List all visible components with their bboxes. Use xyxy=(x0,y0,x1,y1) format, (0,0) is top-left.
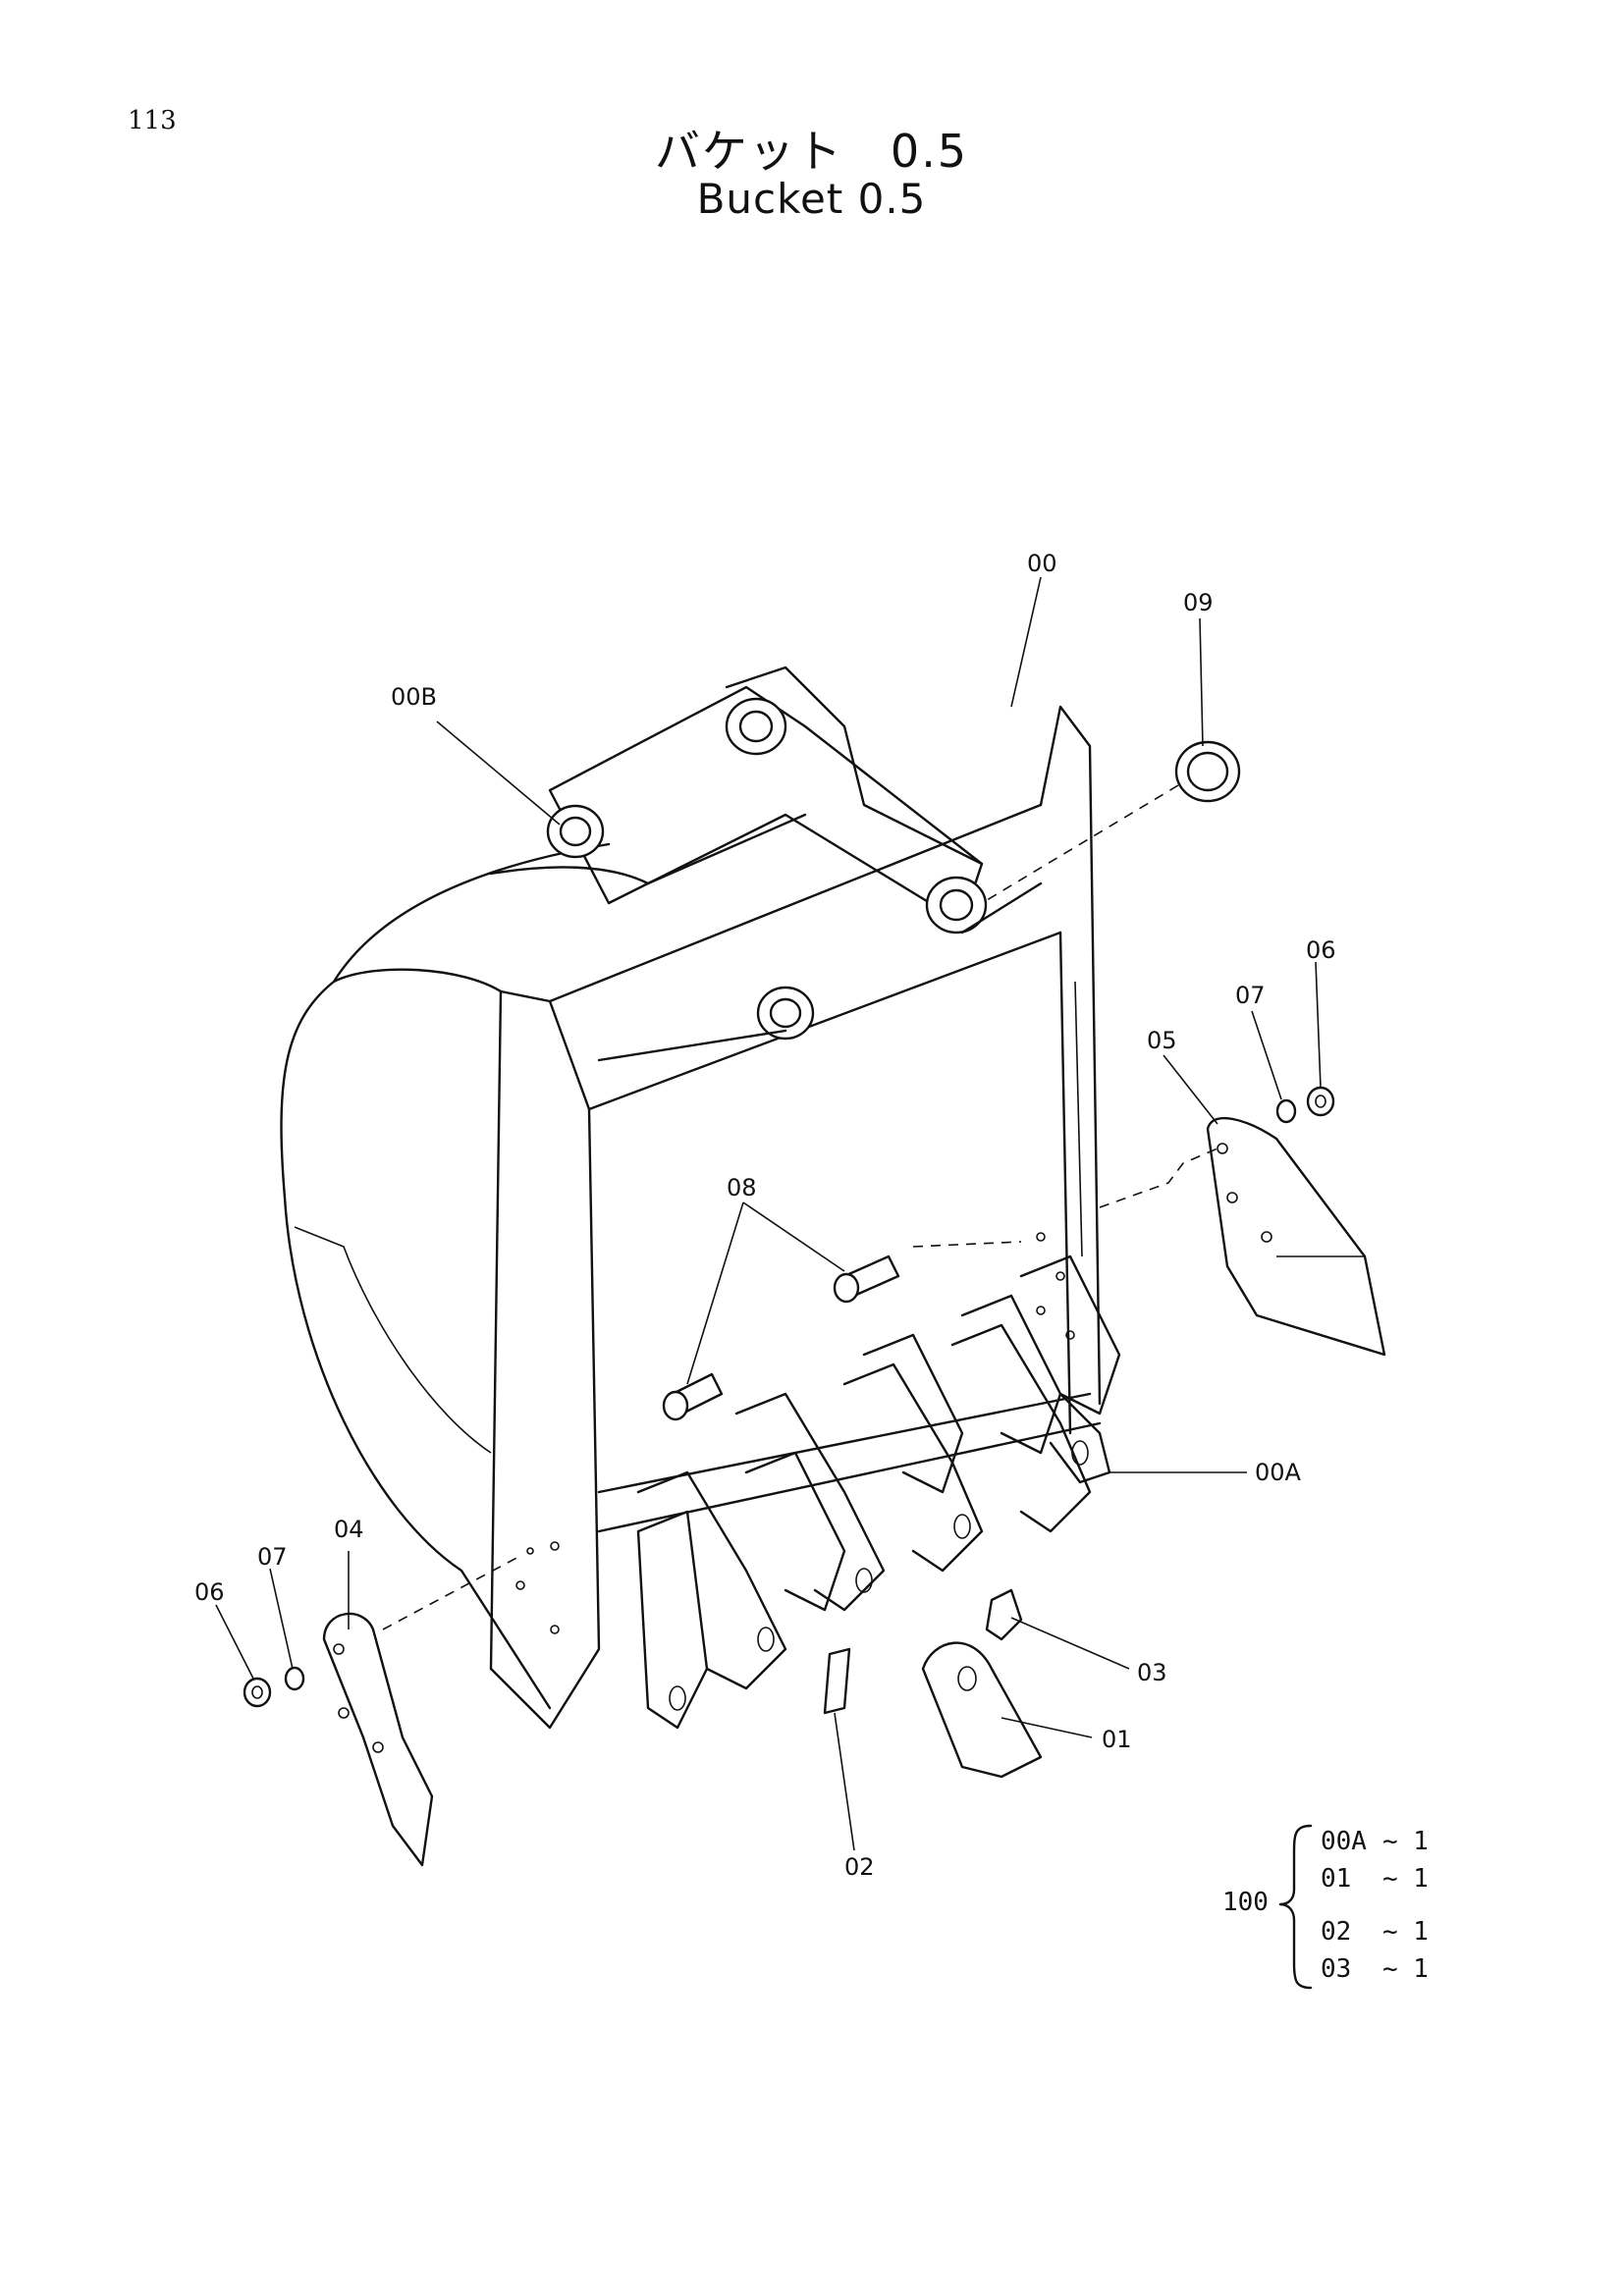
title-english: Bucket 0.5 xyxy=(696,175,927,223)
loose-tooth-parts xyxy=(823,1588,1043,1779)
side-cutter-right xyxy=(1206,1116,1386,1357)
legend-range-3: ~ 1 xyxy=(1382,1917,1429,1947)
callout-00B: 00B xyxy=(391,683,437,711)
callout-00A: 00A xyxy=(1255,1459,1302,1486)
legend-range-2: ~ 1 xyxy=(1382,1864,1429,1894)
callout-02: 02 xyxy=(844,1853,875,1881)
legend-parent: 100 xyxy=(1222,1888,1269,1917)
callout-07-right: 07 xyxy=(1235,982,1266,1009)
legend-range-1: ~ 1 xyxy=(1382,1827,1429,1856)
callout-07-left: 07 xyxy=(257,1543,288,1571)
callout-09: 09 xyxy=(1183,589,1214,616)
page-number: 113 xyxy=(128,106,177,135)
callout-08: 08 xyxy=(727,1174,757,1201)
side-cutter-left xyxy=(322,1612,434,1867)
legend-code-3: 02 xyxy=(1321,1917,1351,1947)
legend-code-4: 03 xyxy=(1321,1954,1351,1984)
callout-01: 01 xyxy=(1102,1726,1132,1753)
callout-03: 03 xyxy=(1137,1659,1167,1686)
callout-labels: 00 09 00B 06 07 05 08 00A 04 07 06 03 01… xyxy=(194,550,1336,1881)
legend-code-1: 00A xyxy=(1321,1827,1367,1856)
legend-brace xyxy=(1278,1824,1313,1990)
callout-00: 00 xyxy=(1027,550,1057,577)
title-japanese: バケット 0.5 xyxy=(654,125,969,178)
callout-04: 04 xyxy=(334,1516,364,1543)
legend-code-2: 01 xyxy=(1321,1864,1351,1894)
callout-06-left: 06 xyxy=(194,1578,225,1606)
legend-range-4: ~ 1 xyxy=(1382,1954,1429,1984)
assembly-legend: 100 00A ~ 1 01 ~ 1 02 ~ 1 03 ~ 1 xyxy=(1222,1824,1429,1990)
fasteners xyxy=(243,740,1335,1708)
leader-lines xyxy=(215,576,1322,1851)
callout-06-right: 06 xyxy=(1306,936,1336,964)
callout-05: 05 xyxy=(1147,1027,1177,1054)
bucket-teeth-row xyxy=(636,1255,1121,1730)
bucket-body-drawing xyxy=(280,666,1102,1730)
